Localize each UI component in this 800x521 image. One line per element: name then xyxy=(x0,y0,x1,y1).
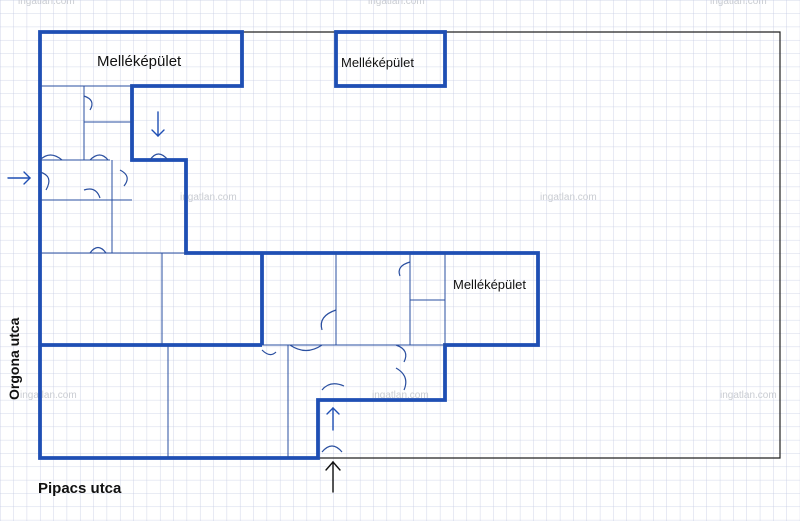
lot-boundary xyxy=(240,31,781,459)
label-outbuilding-top-center: Melléképület xyxy=(341,55,414,70)
entry-arrows xyxy=(7,111,341,493)
arrow-west-entry-icon xyxy=(7,171,31,185)
watermark: ingatlan.com xyxy=(720,390,777,401)
walls xyxy=(38,30,540,460)
watermark: ingatlan.com xyxy=(710,0,767,7)
watermark: ingatlan.com xyxy=(180,192,237,203)
street-label-west: Orgona utca xyxy=(6,317,22,400)
watermark: ingatlan.com xyxy=(540,192,597,203)
arrow-up-entry-icon xyxy=(326,407,340,431)
watermark: ingatlan.com xyxy=(368,0,425,7)
watermark: ingatlan.com xyxy=(18,0,75,7)
main-building-outline xyxy=(38,30,540,460)
arrow-down-entry-icon xyxy=(151,111,165,137)
door-swings xyxy=(39,95,411,453)
street-label-south: Pipacs utca xyxy=(38,480,122,497)
interior-walls xyxy=(40,85,446,458)
label-outbuilding-right: Melléképület xyxy=(453,277,526,292)
watermark: ingatlan.com xyxy=(20,390,77,401)
outbuilding-top-center-outline xyxy=(334,30,447,88)
watermarks: ingatlan.com ingatlan.com ingatlan.com i… xyxy=(18,0,777,401)
watermark: ingatlan.com xyxy=(372,390,429,401)
label-outbuilding-top-left: Melléképület xyxy=(97,53,182,70)
arrow-up-street-entry-icon xyxy=(325,460,341,493)
